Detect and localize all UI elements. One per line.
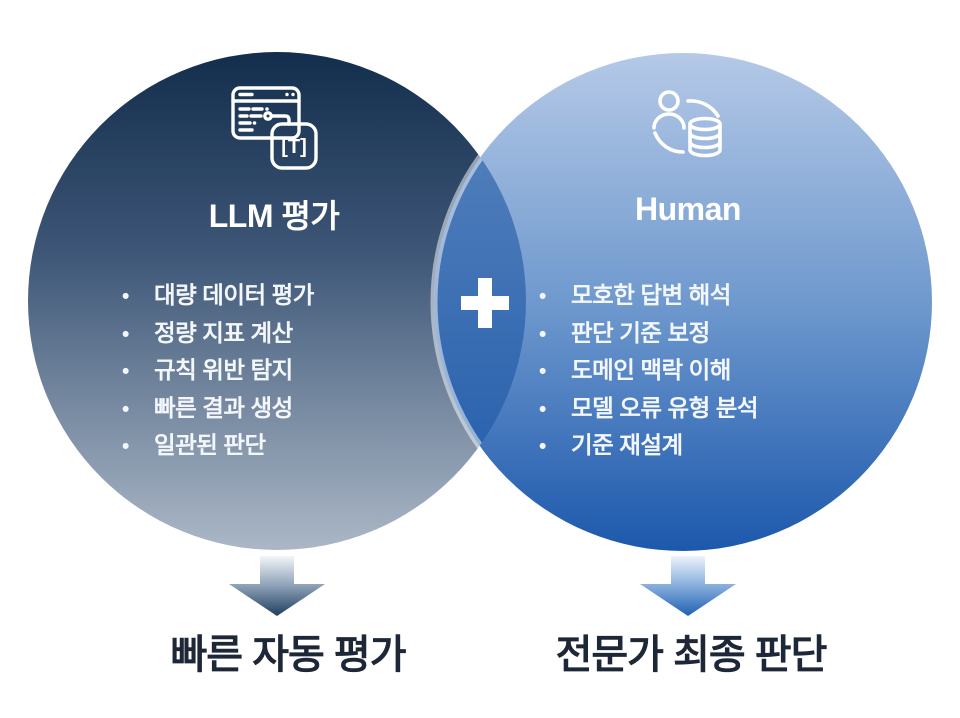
list-item-label: 모호한 답변 해석 [571, 282, 731, 308]
list-item: • 기준 재설계 [537, 427, 758, 465]
bullet-icon: • [539, 322, 546, 346]
list-item-label: 기준 재설계 [571, 432, 683, 458]
list-item: • 일관된 판단 [120, 427, 314, 465]
bullet-icon: • [122, 322, 129, 346]
human-feature-list: • 모호한 답변 해석 • 판단 기준 보정 • 도메인 맥락 이해 • 모델 … [537, 277, 759, 465]
llm-feature-list: • 대량 데이터 평가 • 정량 지표 계산 • 규칙 위반 탐지 • 빠른 결… [120, 277, 314, 465]
list-item-label: 도메인 맥락 이해 [571, 357, 731, 383]
token-tag-box [270, 122, 318, 170]
bullet-icon: • [539, 285, 546, 308]
bullet-icon: • [122, 360, 129, 383]
bullet-icon: • [539, 397, 546, 421]
list-item: • 도메인 맥락 이해 [537, 352, 758, 390]
database-band [688, 131, 722, 141]
list-item-label: 판단 기준 보정 [571, 319, 710, 346]
overlap-region [430, 52, 526, 550]
list-item: • 대량 데이터 평가 [120, 277, 314, 315]
llm-result-label: 빠른 자동 평가 [170, 633, 406, 677]
list-item-label: 모델 오류 유형 분석 [571, 394, 759, 421]
person-shoulders [652, 112, 686, 130]
connector-line [269, 114, 291, 126]
token-tag-label: [T] [281, 136, 307, 158]
database-band [688, 140, 722, 150]
code-dot [252, 121, 257, 125]
bullet-icon: • [122, 285, 129, 308]
list-item: • 모호한 답변 해석 [537, 277, 758, 315]
down-arrow-left-icon [229, 556, 325, 616]
human-title: Human [635, 191, 741, 227]
exchange-arc-bottom [653, 131, 685, 154]
overlap-highlight-stroke [430, 52, 526, 550]
list-item: • 빠른 결과 생성 [120, 390, 314, 428]
human-circle [434, 53, 932, 551]
person-head [658, 90, 680, 112]
list-item-label: 대량 데이터 평가 [154, 282, 314, 308]
bullet-icon: • [539, 360, 546, 383]
list-item-label: 정량 지표 계산 [154, 319, 293, 346]
code-dot [265, 107, 269, 111]
database-top [688, 116, 722, 132]
browser-window-frame [231, 86, 301, 140]
bullet-icon: • [122, 435, 129, 458]
llm-circle [28, 52, 526, 550]
plus-icon [461, 278, 509, 328]
list-item-label: 빠른 결과 생성 [154, 394, 293, 421]
list-item-label: 일관된 판단 [154, 432, 266, 458]
human-data-icon [652, 90, 722, 158]
browser-titlebar-dot [291, 92, 295, 97]
bullet-icon: • [122, 397, 129, 421]
llm-title: LLM 평가 [208, 198, 340, 234]
list-item: • 규칙 위반 탐지 [120, 352, 314, 390]
code-window-token-icon: [T] [231, 86, 318, 170]
down-arrow-right-icon [640, 556, 736, 616]
browser-titlebar-dot [285, 92, 289, 97]
list-item: • 정량 지표 계산 [120, 315, 314, 353]
exchange-arc-top [686, 99, 720, 118]
bullet-icon: • [539, 435, 546, 458]
database-body [688, 122, 722, 158]
list-item: • 판단 기준 보정 [537, 315, 758, 353]
list-item: • 모델 오류 유형 분석 [537, 390, 759, 428]
human-result-label: 전문가 최종 판단 [555, 633, 828, 677]
list-item-label: 규칙 위반 탐지 [154, 357, 293, 383]
